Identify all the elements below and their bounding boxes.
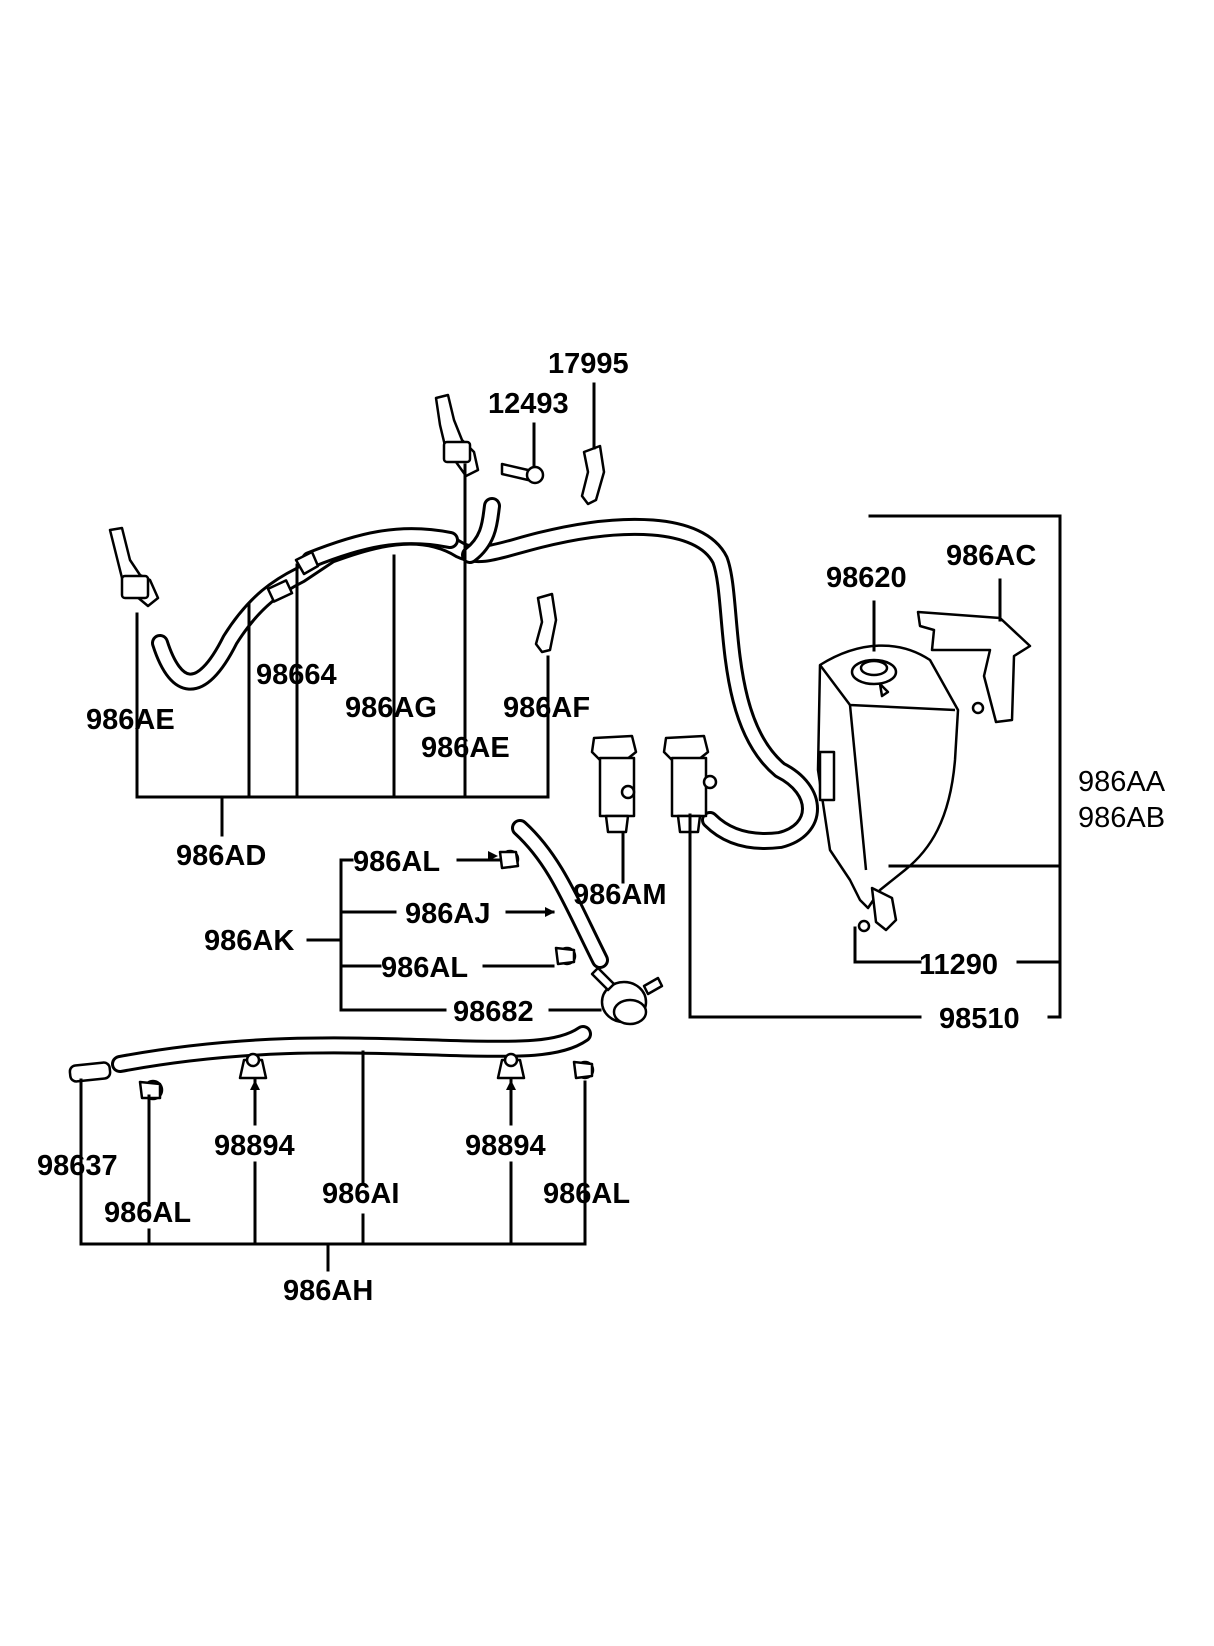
tank-bracket-part	[916, 610, 1032, 724]
label-986ae-middle: 986AE	[421, 732, 510, 764]
label-986ak: 986AK	[204, 925, 294, 957]
pump-motor-98510	[662, 734, 718, 834]
label-98894-right: 98894	[465, 1130, 546, 1162]
label-986ad: 986AD	[176, 840, 266, 872]
clip-986al-3	[138, 1079, 164, 1101]
label-98664: 98664	[256, 659, 337, 691]
label-986al-4: 986AL	[543, 1178, 630, 1210]
label-98510: 98510	[939, 1003, 1020, 1035]
tank-fitting-part	[857, 886, 898, 933]
leader-98510	[688, 813, 922, 1019]
label-986ac: 986AC	[946, 540, 1036, 572]
clip-98894-1	[238, 1052, 268, 1080]
label-986ah: 986AH	[283, 1275, 373, 1307]
label-98682: 98682	[453, 996, 534, 1028]
leader-tank-bracket	[853, 514, 1062, 1019]
rear-hose-lower	[111, 1025, 592, 1073]
label-986ai: 986AI	[322, 1178, 399, 1210]
label-986aj: 986AJ	[405, 898, 490, 930]
clip-98894-2	[496, 1052, 526, 1080]
label-986aa: 986AA	[1078, 766, 1166, 798]
clip-986al-1	[498, 849, 520, 870]
label-986am: 986AM	[573, 879, 667, 911]
upper-washer-hose	[151, 497, 819, 850]
label-98620: 98620	[826, 562, 907, 594]
arrow-986al-1	[488, 851, 498, 861]
clip-part-986af	[534, 592, 558, 654]
leader-986ad-bracket	[135, 463, 550, 837]
label-986al-1: 986AL	[353, 846, 440, 878]
label-986af: 986AF	[503, 692, 590, 724]
hose-joint-part	[266, 550, 320, 603]
hose-joint-98637	[68, 1061, 112, 1083]
label-986ae-left: 986AE	[86, 704, 175, 736]
label-98637: 98637	[37, 1150, 118, 1182]
washer-tank-part	[816, 644, 960, 910]
arrow-98894-1	[250, 1080, 260, 1090]
arrow-986al-2	[545, 907, 555, 917]
leader-986ah-bracket	[79, 1050, 587, 1272]
label-986al-3: 986AL	[104, 1197, 191, 1229]
clip-986al-2	[554, 946, 577, 966]
label-98894-left: 98894	[214, 1130, 295, 1162]
clip-986al-4	[572, 1060, 595, 1080]
pump-motor-986am	[590, 734, 638, 834]
check-valve-part	[590, 966, 664, 1026]
left-nozzle-part	[108, 526, 160, 608]
screw-part	[500, 462, 545, 485]
filler-cap-part	[850, 658, 898, 698]
label-986al-2: 986AL	[381, 952, 468, 984]
label-986ag: 986AG	[345, 692, 437, 724]
label-12493: 12493	[488, 388, 569, 420]
clip-part-17995	[580, 444, 606, 506]
label-986ab: 986AB	[1078, 802, 1165, 834]
label-11290: 11290	[919, 949, 998, 981]
label-17995: 17995	[548, 348, 629, 380]
arrow-98894-2	[506, 1080, 516, 1090]
middle-nozzle-part	[434, 393, 480, 478]
rear-hose-upper	[511, 819, 609, 969]
